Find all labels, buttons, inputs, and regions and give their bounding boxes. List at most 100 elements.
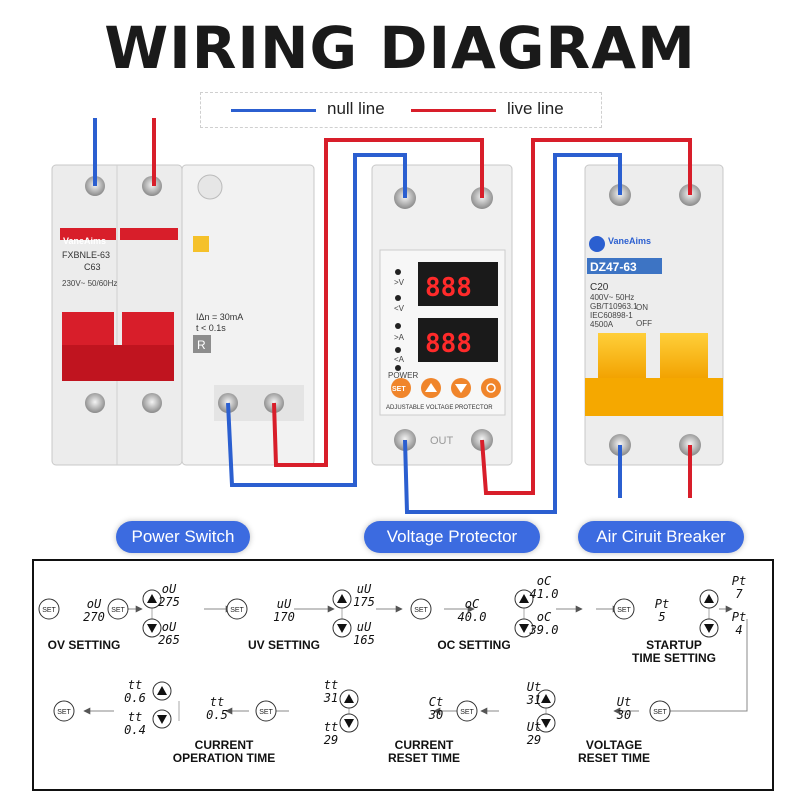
down-arrow-icon xyxy=(514,618,534,638)
indicator-ua: <A xyxy=(394,355,405,364)
set-button-label: SET xyxy=(111,607,125,614)
down-arrow-icon xyxy=(332,618,352,638)
indicator-uv: <V xyxy=(394,304,405,313)
set-button: SET xyxy=(255,700,277,722)
up-arrow-icon xyxy=(142,589,162,609)
protector-out-label: OUT xyxy=(430,435,454,447)
set-buttons: SET SET SET SET SET SET SET SET SET xyxy=(38,598,671,722)
set-button: SET xyxy=(53,700,75,722)
oc-setting-label: OC SETTING xyxy=(437,638,510,652)
down-arrow-icon xyxy=(536,713,556,733)
air-circuit-breaker-label: Air Ciruit Breaker xyxy=(578,521,744,553)
set-button: SET xyxy=(410,598,432,620)
set-button-label: SET xyxy=(653,709,667,716)
legend: null line live line xyxy=(200,92,602,128)
display-bottom: 888 xyxy=(425,329,472,359)
power-switch-info: 230V~ 50/60Hz xyxy=(62,279,117,288)
breaker-spec1: 400V~ 50Hz xyxy=(590,293,634,302)
wires xyxy=(93,118,692,514)
set-button-label: SET xyxy=(617,607,631,614)
adjust-buttons xyxy=(142,589,719,733)
up-arrow-icon xyxy=(699,589,719,609)
set-button: SET xyxy=(649,700,671,722)
indicator-column: >V <V >A <A POWER xyxy=(388,269,418,380)
power-switch-rating: C63 xyxy=(84,262,101,272)
breaker-spec3: IEC60898-1 xyxy=(590,311,633,320)
breaker-spec4: 4500A xyxy=(590,320,614,329)
indicator-ov: >V xyxy=(394,278,405,287)
power-switch-device: VaneAims FXBNLE-63 C63 230V~ 50/60Hz IΔn… xyxy=(51,164,315,466)
null-line-swatch xyxy=(231,109,316,112)
breaker-off-label: OFF xyxy=(636,319,652,328)
breaker-model: DZ47-63 xyxy=(590,260,637,274)
live-line-swatch xyxy=(411,109,496,112)
null-line-label: null line xyxy=(327,99,385,118)
down-arrow-icon xyxy=(339,713,359,733)
protector-set-button: SET xyxy=(392,386,406,393)
down-arrow-icon xyxy=(152,709,172,729)
voltage-protector-label: Voltage Protector xyxy=(364,521,540,553)
set-button-label: SET xyxy=(259,709,273,716)
up-arrow-icon xyxy=(339,689,359,709)
display-top: 888 xyxy=(425,273,472,303)
voltage-protector-device: 888 888 >V <V >A <A POWER SET ADJUSTABLE… xyxy=(371,164,513,466)
uv-setting-label: UV SETTING xyxy=(248,638,320,652)
up-arrow-icon xyxy=(536,689,556,709)
power-switch-current: IΔn = 30mA xyxy=(196,312,243,322)
live-line-label: live line xyxy=(507,99,564,118)
wiring-illustration: VaneAims FXBNLE-63 C63 230V~ 50/60Hz IΔn… xyxy=(51,118,724,514)
down-arrow-icon xyxy=(142,618,162,638)
page-title: WIRING DIAGRAM xyxy=(104,14,696,82)
breaker-brand: VaneAims xyxy=(608,236,651,246)
power-switch-label: Power Switch xyxy=(116,521,250,553)
up-arrow-icon xyxy=(514,589,534,609)
down-arrow-icon xyxy=(699,618,719,638)
set-button: SET xyxy=(107,598,129,620)
air-circuit-breaker-device: VaneAims DZ47-63 C20 400V~ 50Hz GB/T1096… xyxy=(584,164,724,466)
set-button: SET xyxy=(226,598,248,620)
power-switch-model: FXBNLE-63 xyxy=(62,250,110,260)
protector-caption: ADJUSTABLE VOLTAGE PROTECTOR xyxy=(386,405,493,411)
indicator-oa: >A xyxy=(394,333,405,342)
breaker-spec2: GB/T10963.1 xyxy=(590,302,638,311)
breaker-rating: C20 xyxy=(590,282,609,293)
set-button-label: SET xyxy=(230,607,244,614)
set-button-label: SET xyxy=(460,709,474,716)
power-switch-time: t < 0.1s xyxy=(196,323,226,333)
set-button-label: SET xyxy=(42,607,56,614)
ov-setting-label: OV SETTING xyxy=(48,638,121,652)
indicator-power: POWER xyxy=(388,371,418,380)
set-button-label: SET xyxy=(414,607,428,614)
set-button-label: SET xyxy=(57,709,71,716)
breaker-on-label: ON xyxy=(636,303,648,312)
